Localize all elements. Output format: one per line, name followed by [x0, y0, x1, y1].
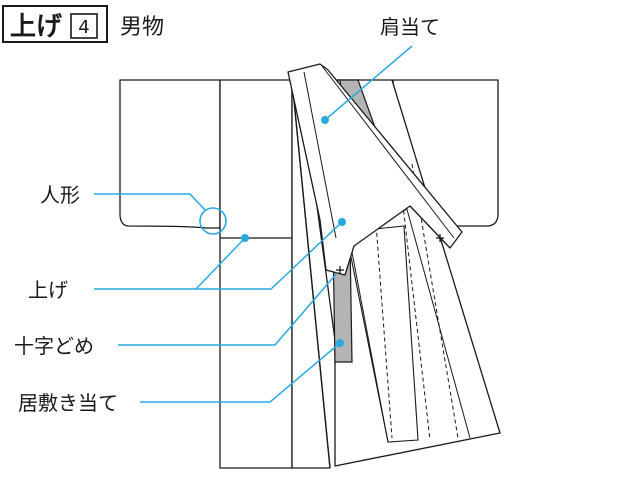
left-sleeve — [119, 79, 221, 229]
leader-juji-dome — [118, 272, 338, 346]
leader-lines — [94, 45, 413, 403]
header: 上げ 4 男物 — [2, 5, 164, 43]
collar-outer-edge — [321, 65, 455, 239]
inner-dashed-3 — [411, 163, 459, 439]
leader-dots — [241, 116, 346, 347]
dot-ningyo-age — [241, 234, 249, 242]
collar-band — [287, 63, 463, 276]
dot-age — [338, 218, 346, 226]
ningyo-circle — [199, 207, 227, 235]
step-number: 4 — [78, 17, 89, 38]
leader-isiki-ate — [140, 342, 341, 403]
age-panel — [345, 225, 419, 443]
label-isiki-ate: 居敷き当て — [18, 391, 118, 415]
dot-isiki-ate — [336, 339, 344, 347]
label-age: 上げ — [28, 278, 68, 302]
cross-stitches — [336, 234, 444, 274]
cross-stitch-icon — [436, 234, 444, 242]
label-kata-ate: 肩当て — [380, 15, 440, 39]
header-subtitle: 男物 — [120, 15, 164, 40]
inner-dashed-2 — [397, 161, 431, 441]
label-ningyo: 人形 — [40, 183, 80, 207]
leader-age-branch — [195, 237, 246, 290]
label-juji-dome: 十字どめ — [14, 334, 94, 358]
okumi-edge — [291, 79, 331, 469]
leader-kata-ate — [324, 45, 413, 121]
leader-ningyo — [94, 193, 206, 211]
dot-kata-ate — [321, 116, 329, 124]
step-badge — [70, 13, 98, 39]
title-box — [2, 5, 108, 43]
header-title: 上げ — [10, 12, 63, 42]
left-body-panel — [219, 79, 293, 469]
cross-stitch-icon — [336, 266, 344, 274]
collar-inner-edge — [303, 71, 337, 239]
collar — [287, 63, 463, 276]
leader-age — [94, 221, 343, 290]
